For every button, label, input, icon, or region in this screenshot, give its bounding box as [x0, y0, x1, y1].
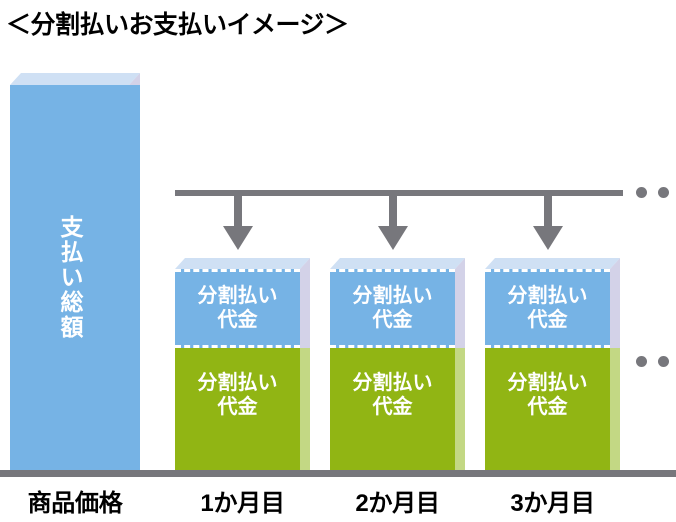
installment-bar-month1: 分割払い 代金 分割払い 代金 — [175, 258, 310, 470]
total-bar-top-face — [10, 73, 140, 85]
installment-blue-label: 分割払い 代金 — [197, 285, 278, 331]
arrow-shaft-icon — [544, 193, 552, 228]
installment-blue-label: 分割払い 代金 — [507, 285, 588, 331]
installment-bar-green-side-face — [610, 348, 620, 470]
bars-continuation-dots — [636, 356, 676, 367]
installment-bar-top-face — [175, 258, 310, 269]
dot-icon — [636, 187, 647, 198]
arrow-head-icon — [533, 226, 563, 250]
installment-bar-green-side-face — [300, 348, 310, 470]
installment-bar-month3: 分割払い 代金 分割払い 代金 — [485, 258, 620, 470]
installment-bar-top-face — [485, 258, 620, 269]
payment-arrow-month3 — [533, 193, 563, 250]
payment-arrow-month2 — [378, 193, 408, 250]
payment-arrow-month1 — [223, 193, 253, 250]
installment-blue-label: 分割払い 代金 — [352, 285, 433, 331]
installment-bar-blue-side-face — [300, 258, 310, 348]
installment-green-label: 分割払い 代金 — [352, 372, 433, 418]
installment-green-label: 分割払い 代金 — [507, 372, 588, 418]
installment-bar-blue-side-face — [610, 258, 620, 348]
arrow-shaft-icon — [389, 193, 397, 228]
dot-icon — [636, 356, 647, 367]
installment-bar-green-side-face — [455, 348, 465, 470]
installment-bar-blue-side-face — [455, 258, 465, 348]
installment-bar-green-segment — [330, 348, 455, 470]
arrow-head-icon — [378, 226, 408, 250]
dot-icon — [658, 356, 669, 367]
category-label-month2: 2か月目 — [355, 490, 440, 517]
installment-bar-blue-segment — [485, 269, 610, 348]
installment-bar-top-face — [330, 258, 465, 269]
installment-bar-blue-segment — [330, 269, 455, 348]
installment-bar-green-segment — [175, 348, 300, 470]
page-title: ＜分割払いお支払いイメージ＞ — [6, 11, 349, 39]
timeline-axis — [175, 190, 623, 196]
baseline-axis — [0, 470, 676, 477]
installment-bar-green-segment — [485, 348, 610, 470]
arrow-shaft-icon — [234, 193, 242, 228]
dot-icon — [658, 187, 669, 198]
total-payment-bar: 支払い総額 — [10, 73, 140, 470]
installment-green-label: 分割払い 代金 — [197, 372, 278, 418]
timeline-continuation-dots — [636, 187, 676, 198]
category-label-month1: 1か月目 — [200, 490, 285, 517]
total-bar-front-face — [10, 85, 140, 470]
arrow-head-icon — [223, 226, 253, 250]
category-label-price: 商品価格 — [27, 490, 123, 517]
installment-bar-month2: 分割払い 代金 分割払い 代金 — [330, 258, 465, 470]
installment-bar-blue-segment — [175, 269, 300, 348]
total-bar-label: 支払い総額 — [57, 215, 83, 340]
category-label-month3: 3か月目 — [510, 490, 595, 517]
